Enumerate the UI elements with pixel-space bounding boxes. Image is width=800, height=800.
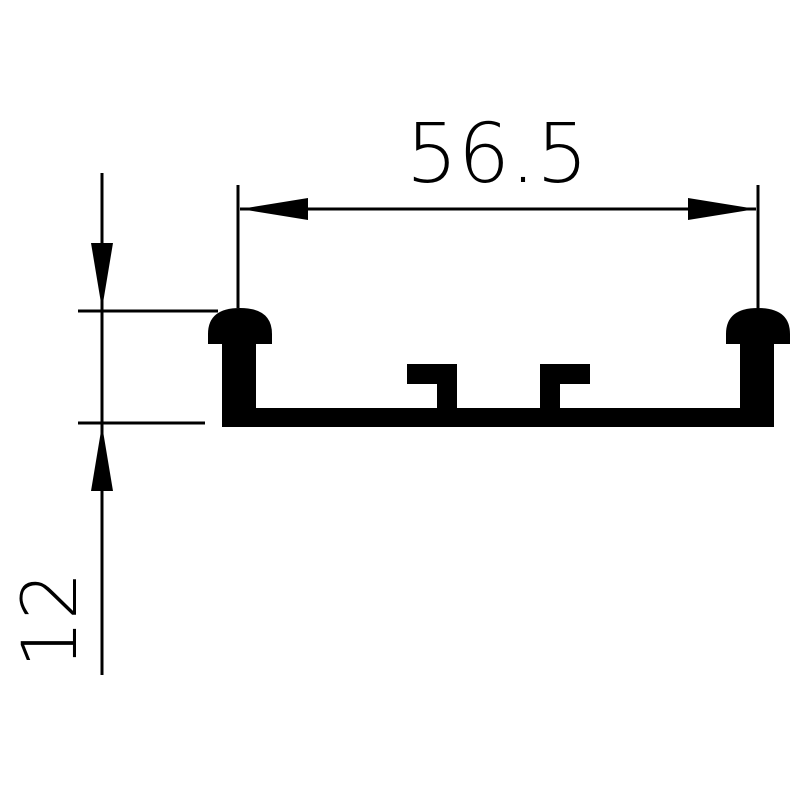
height-dimension [78, 173, 218, 675]
width-dimension [236, 185, 760, 308]
profile-left-hook-stem [437, 364, 457, 416]
profile-right-hook-stem [540, 364, 560, 416]
profile-right-bead [726, 308, 790, 344]
profile-section [208, 308, 790, 427]
profile-base-plate [222, 408, 774, 427]
profile-left-bead [208, 308, 272, 344]
profile-left-wall [222, 330, 256, 420]
profile-right-wall [740, 330, 774, 420]
width-arrowhead-left [240, 198, 308, 220]
width-arrowhead-right [688, 198, 756, 220]
width-dimension-label: 56.5 [406, 107, 589, 202]
height-arrowhead-top [91, 243, 113, 309]
height-dimension-label: 12 [5, 572, 94, 669]
height-arrowhead-bottom [91, 425, 113, 491]
